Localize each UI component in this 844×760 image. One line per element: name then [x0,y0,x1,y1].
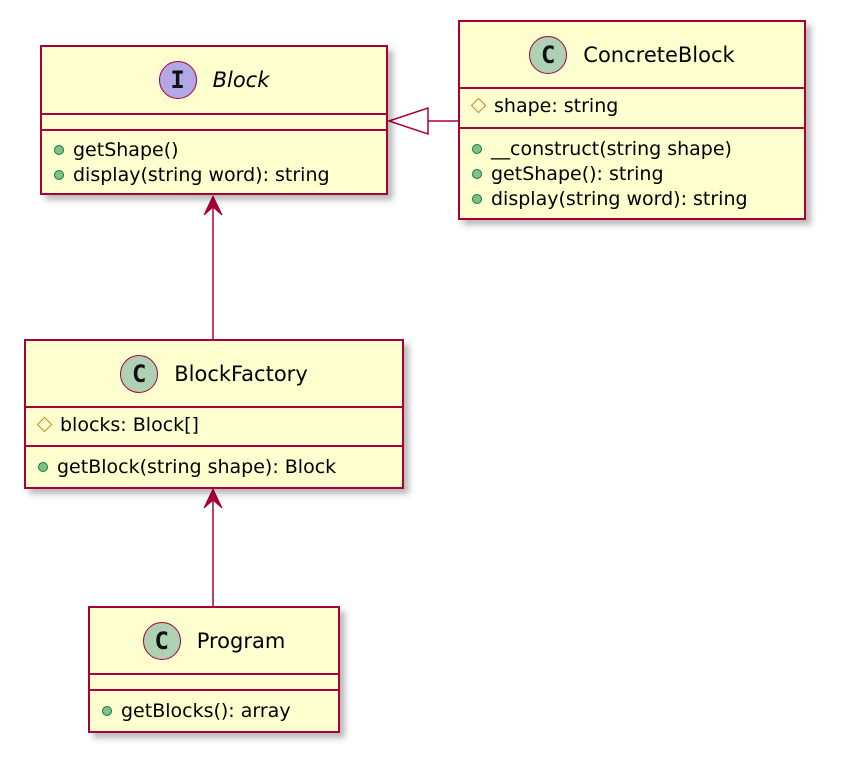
attributes-section [90,675,338,691]
methods-section: __construct(string shape) getShape(): st… [460,129,804,215]
method-row: display(string word): string [54,162,386,187]
methods-section: getBlock(string shape): Block [26,447,402,483]
realization-arrowhead [386,106,429,136]
method-row: __construct(string shape) [472,136,804,161]
methods-section: getBlocks(): array [90,691,338,727]
attribute-row: blocks: Block[] [36,412,402,437]
protected-visibility-icon [36,416,53,433]
public-visibility-icon [38,461,48,472]
class-name: ConcreteBlock [583,42,735,67]
public-visibility-icon [54,144,64,155]
attributes-section [42,115,386,131]
method-row: getBlock(string shape): Block [38,454,402,479]
class-header: C BlockFactory [26,341,402,408]
public-visibility-icon [472,143,482,154]
class-icon: C [142,621,181,660]
public-visibility-icon [472,168,482,179]
protected-visibility-icon [470,97,487,114]
method-row: getShape() [54,137,386,162]
attribute-row: shape: string [470,93,804,118]
class-icon: C [120,354,159,393]
attributes-section: shape: string [460,89,804,129]
program-factory-arrowhead [203,487,223,509]
class-name: Program [196,628,286,653]
factory-block-arrowhead [203,194,223,216]
interface-icon: I [158,61,197,99]
class-name: BlockFactory [174,361,308,386]
class-header: C ConcreteBlock [460,22,804,89]
method-row: getBlocks(): array [102,698,338,723]
class-program[interactable]: C Program getBlocks(): array [88,606,340,733]
class-header: I Block [42,47,386,115]
methods-section: getShape() display(string word): string [42,131,386,191]
class-blockfactory[interactable]: C BlockFactory blocks: Block[] getBlock(… [24,339,404,489]
class-concreteblock[interactable]: C ConcreteBlock shape: string __construc… [458,20,806,220]
public-visibility-icon [102,705,112,716]
method-row: getShape(): string [472,161,804,186]
class-header: C Program [90,608,338,675]
public-visibility-icon [54,169,64,180]
class-name: Block [212,68,270,92]
class-block[interactable]: I Block getShape() display(string word):… [40,45,388,195]
method-row: display(string word): string [472,186,804,211]
attributes-section: blocks: Block[] [26,408,402,447]
public-visibility-icon [472,193,482,204]
class-icon: C [529,35,568,74]
